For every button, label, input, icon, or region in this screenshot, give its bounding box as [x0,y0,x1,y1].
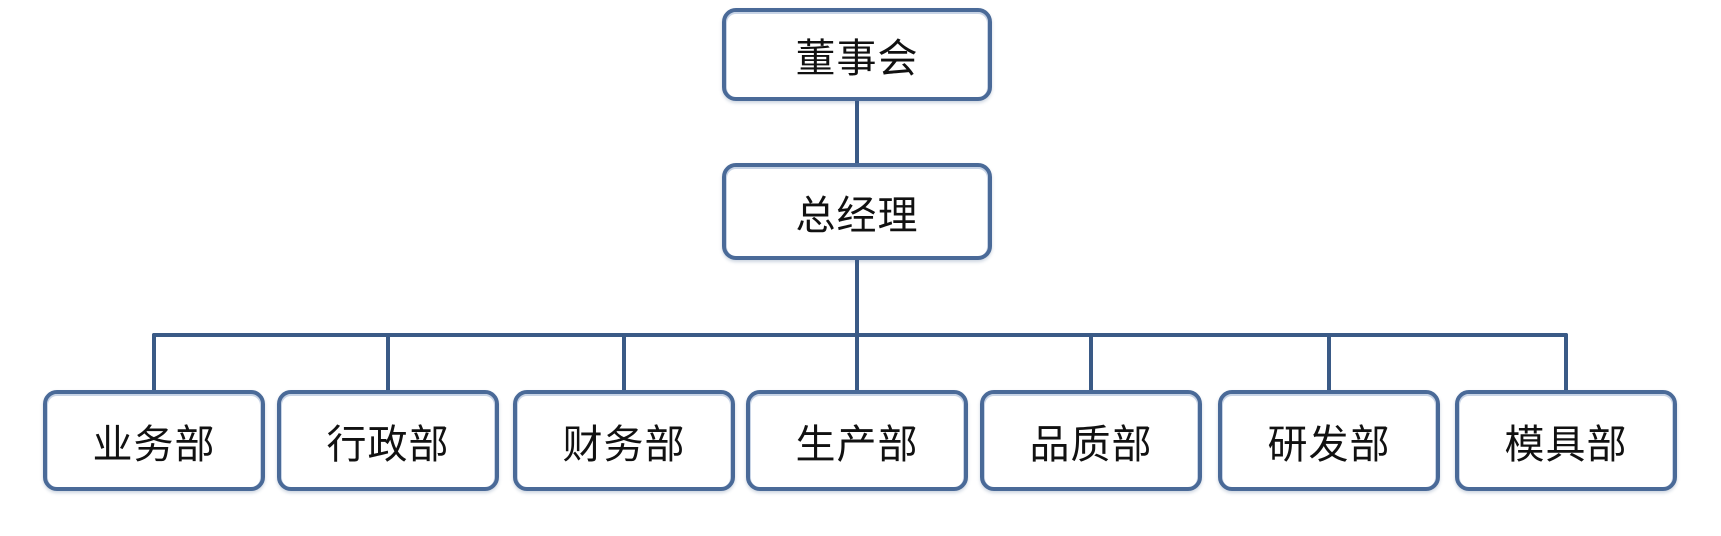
node-dept-rnd: 研发部 [1218,390,1440,491]
dept-label: 财务部 [562,421,686,468]
node-dept-finance: 财务部 [513,390,735,491]
node-board-label: 董事会 [795,35,919,82]
node-general-manager: 总经理 [722,163,992,260]
node-dept-administration: 行政部 [277,390,499,491]
node-general-manager-label: 总经理 [795,192,919,239]
dept-label: 研发部 [1267,421,1391,468]
node-board: 董事会 [722,8,992,101]
node-dept-quality: 品质部 [980,390,1202,491]
node-dept-production: 生产部 [746,390,968,491]
dept-label: 品质部 [1029,421,1153,468]
dept-label: 行政部 [326,421,450,468]
node-dept-mold: 模具部 [1455,390,1677,491]
dept-label: 生产部 [795,421,919,468]
dept-label: 模具部 [1504,421,1628,468]
node-dept-business: 业务部 [43,390,265,491]
dept-label: 业务部 [92,421,216,468]
